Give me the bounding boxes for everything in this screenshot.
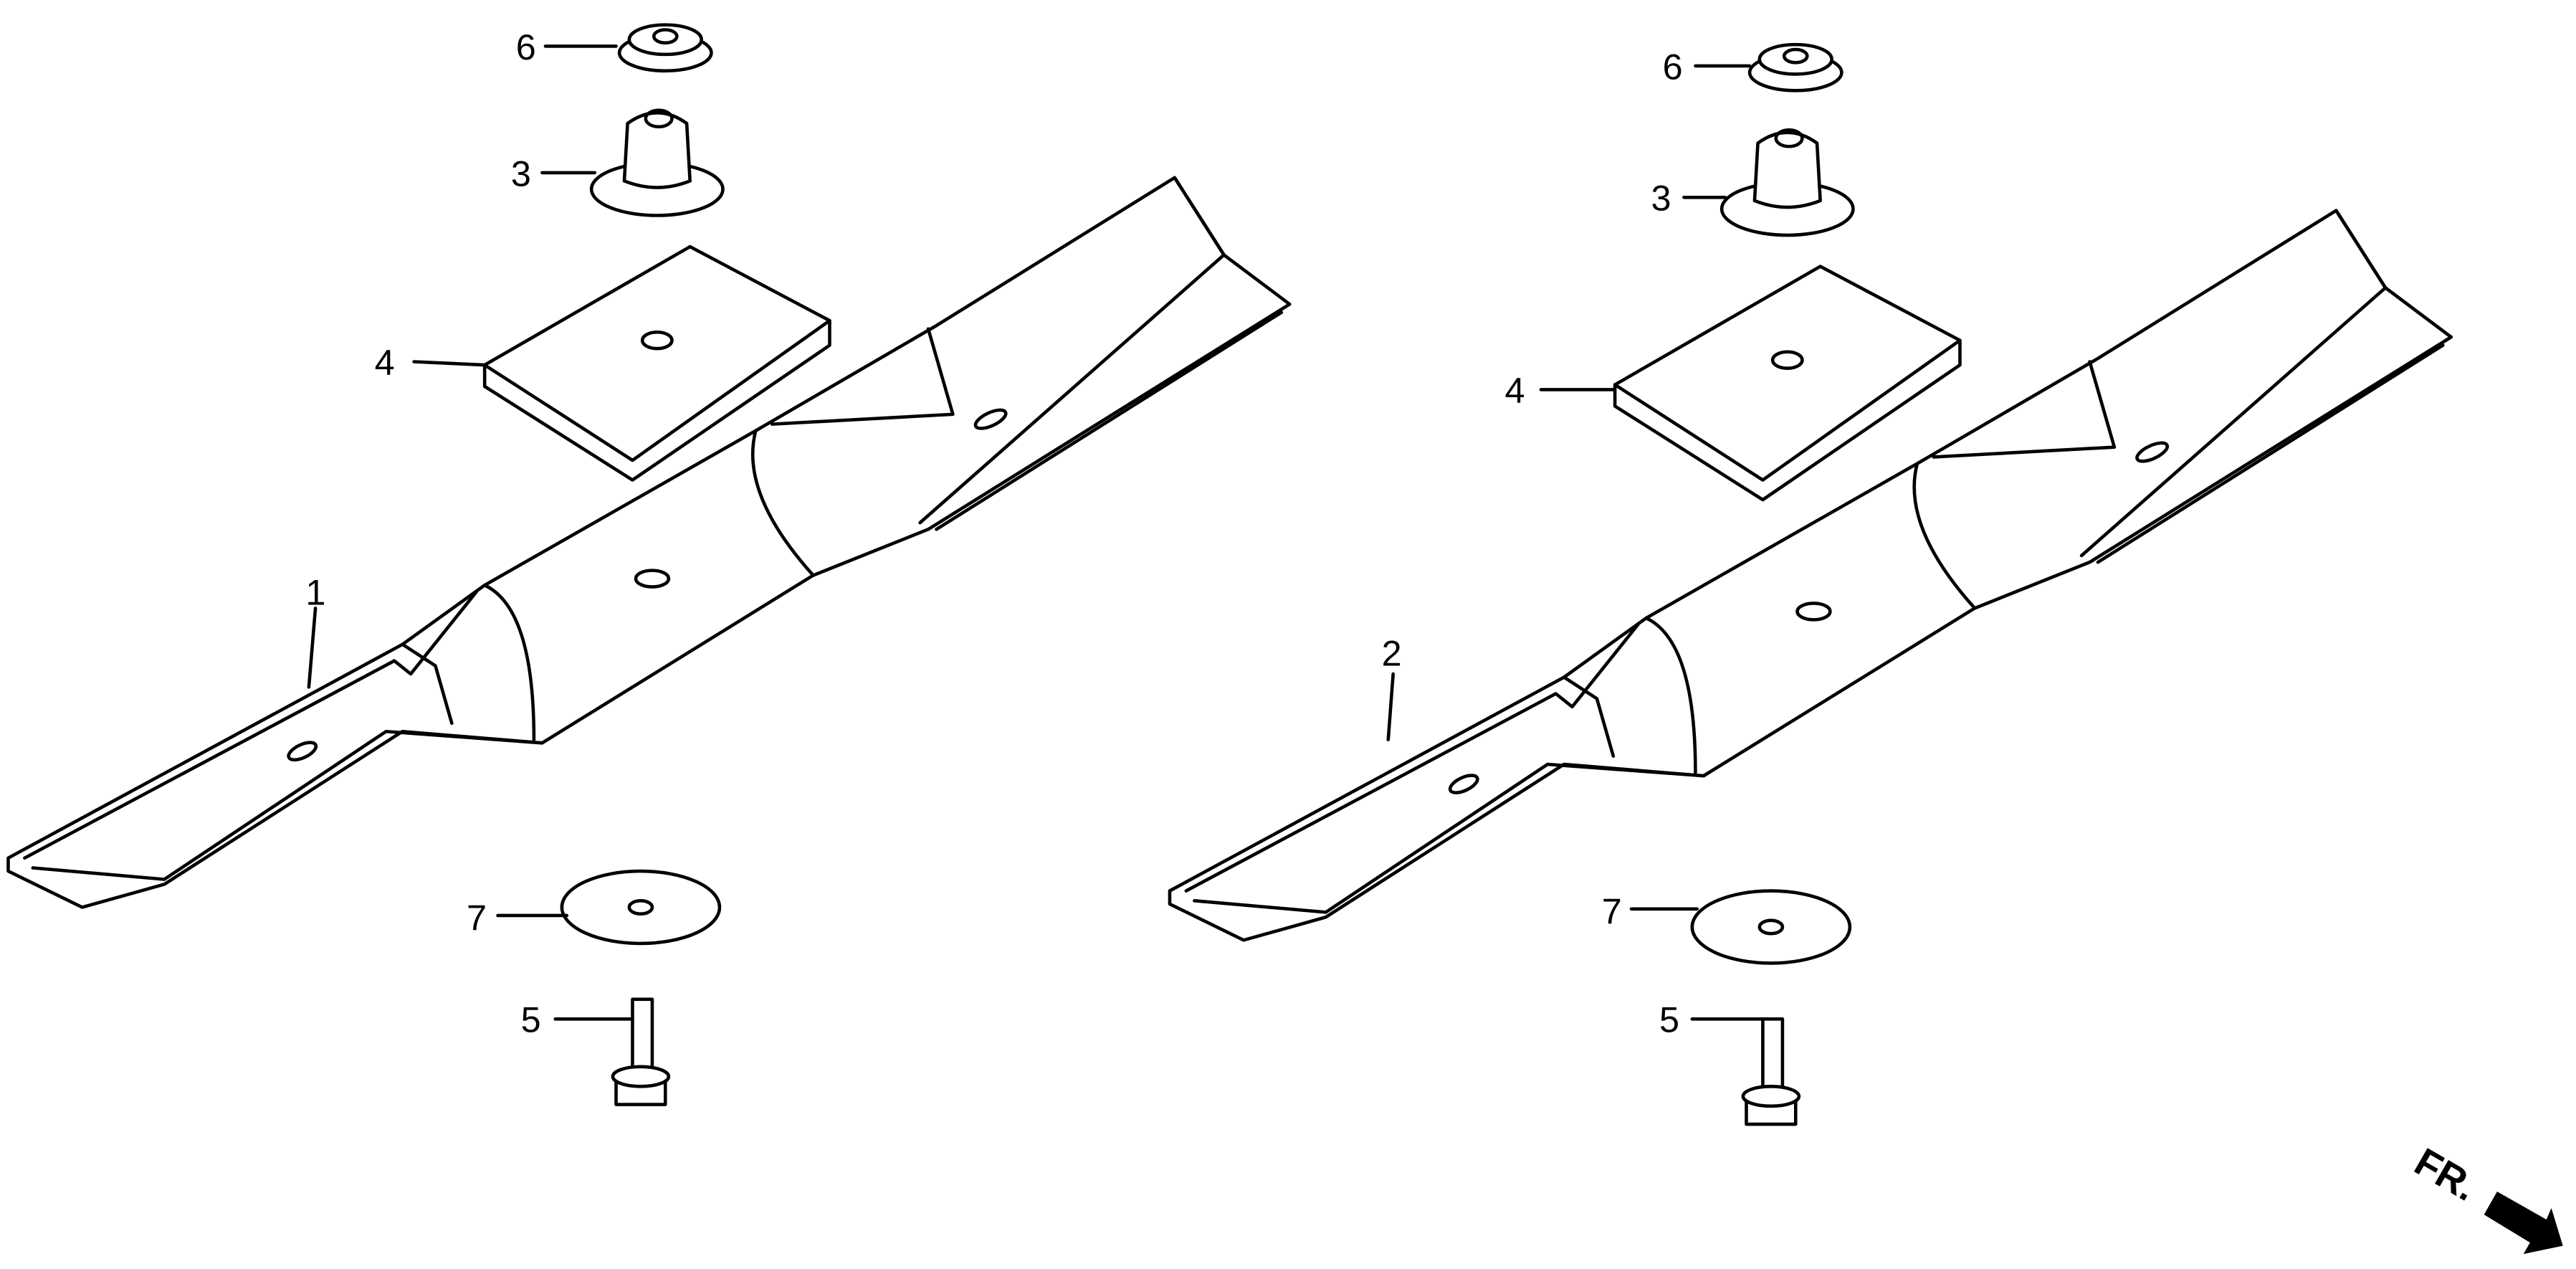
callout-washer-bottom: 7 (467, 898, 487, 938)
callout-plate: 4 (1505, 370, 1525, 411)
callout-collar: 3 (511, 153, 531, 194)
left-assembly: 1 6 3 4 7 5 (8, 25, 1289, 1105)
callout-collar: 3 (1651, 178, 1671, 219)
callout-washer-top: 6 (1663, 46, 1683, 87)
callout-washer-top: 6 (516, 27, 536, 67)
callout-plate: 4 (375, 342, 395, 383)
callout-blade: 2 (1382, 633, 1402, 674)
right-assembly: 2 6 3 4 7 5 (1170, 44, 2451, 1124)
front-label: FR. (2408, 1139, 2485, 1209)
front-direction-indicator: FR. (2408, 1139, 2563, 1255)
callout-bolt: 5 (1659, 999, 1679, 1040)
callout-bolt: 5 (521, 999, 541, 1040)
callout-blade: 1 (305, 572, 325, 613)
callout-washer-bottom: 7 (1602, 890, 1622, 931)
arrow-right-icon (2484, 1192, 2563, 1255)
